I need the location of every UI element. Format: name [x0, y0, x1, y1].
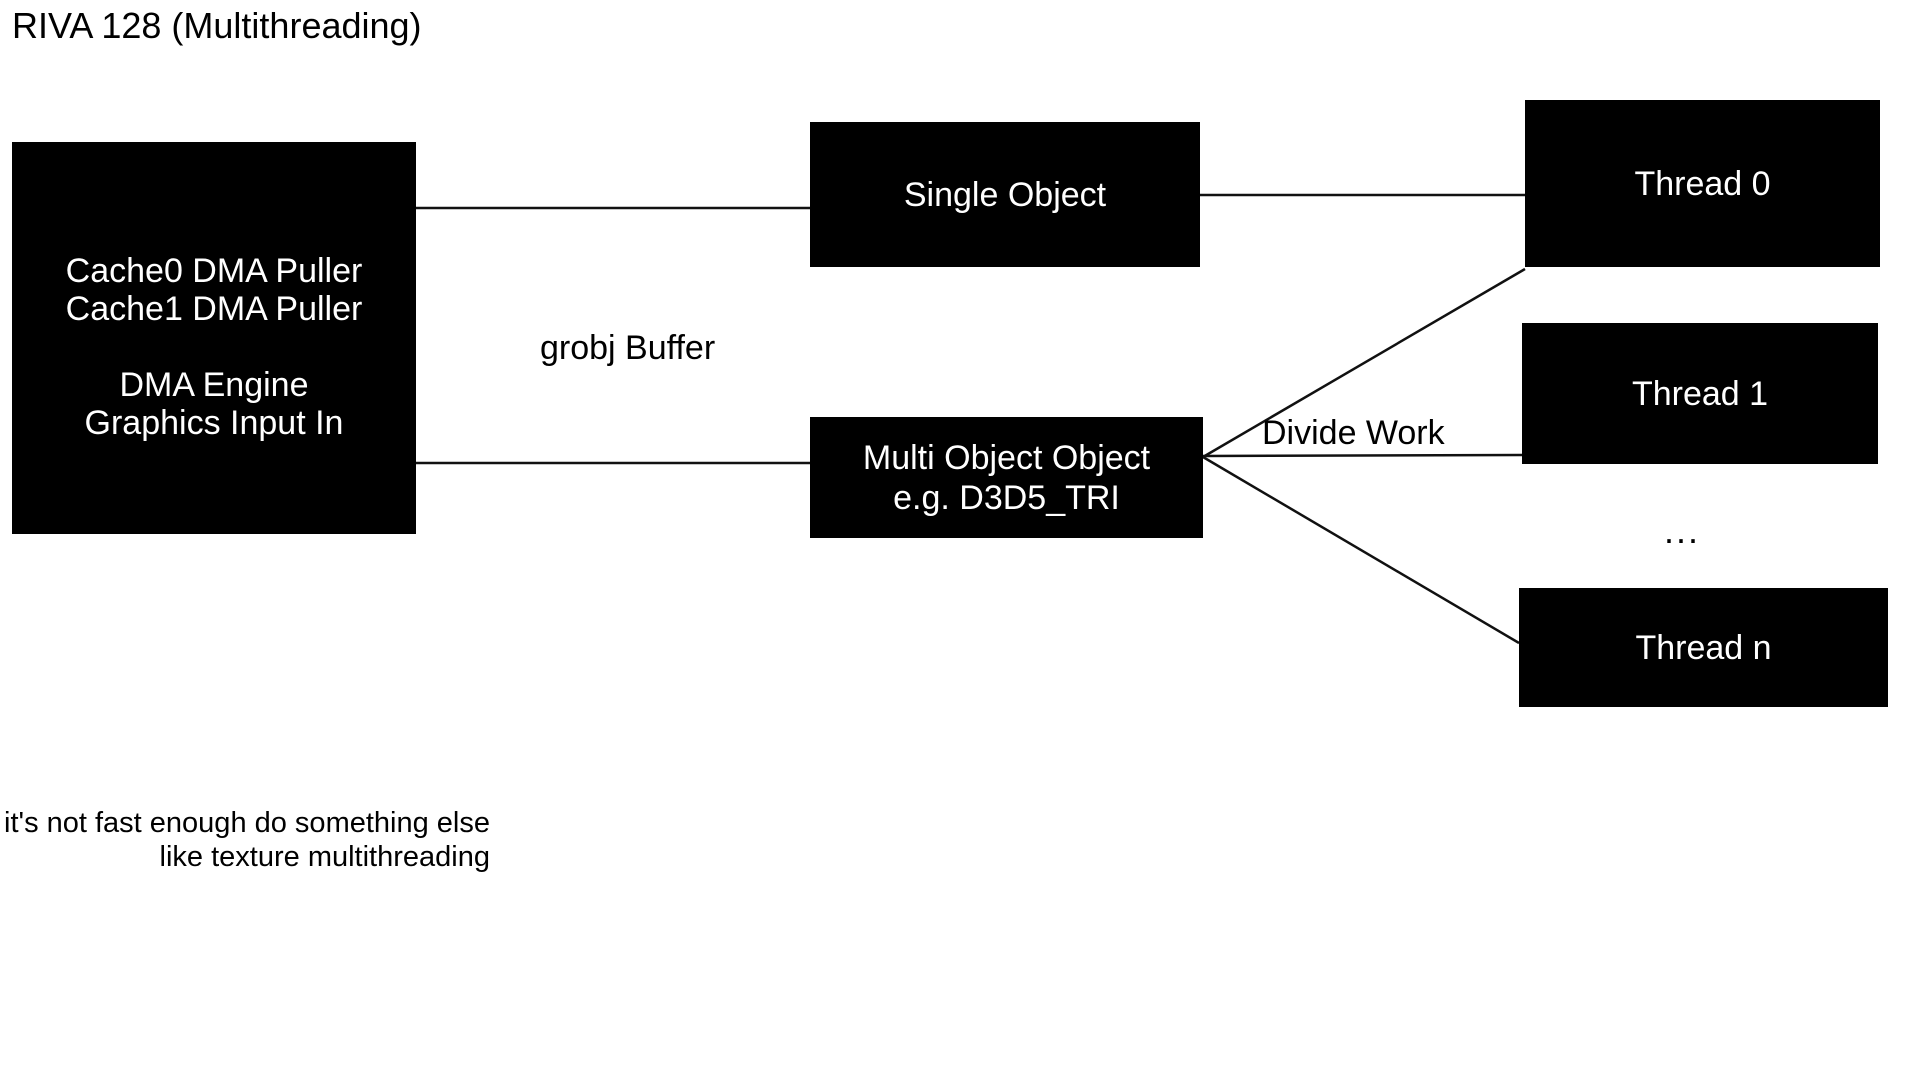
dma-pipeline-line: DMA Engine [119, 366, 309, 404]
single-object-node: Single Object [810, 122, 1200, 267]
dma-pipeline-line: Graphics Input In [84, 404, 344, 442]
footnote: If it's not fast enough do something els… [0, 806, 490, 874]
connector-multi-to-thread1 [1202, 453, 1523, 458]
multi-object-label-line1: Multi Object Object [862, 438, 1151, 477]
grobj-buffer-label: grobj Buffer [540, 329, 716, 367]
thread0-node: Thread 0 [1525, 100, 1880, 267]
threadn-label: Thread n [1635, 628, 1772, 667]
footnote-line1: If it's not fast enough do something els… [0, 807, 490, 839]
dma-pipeline-line: Cache0 DMA Puller [65, 252, 363, 290]
thread1-label: Thread 1 [1631, 374, 1769, 413]
thread0-label: Thread 0 [1634, 164, 1771, 203]
multi-object-label-line2: e.g. D3D5_TRI [893, 478, 1120, 517]
thread1-node: Thread 1 [1522, 323, 1878, 464]
threads-ellipsis-label: ... [1664, 510, 1701, 551]
threadn-node: Thread n [1519, 588, 1888, 707]
single-object-label: Single Object [903, 175, 1107, 214]
dma-pipeline-node: Cache0 DMA Puller Cache1 DMA Puller DMA … [12, 142, 416, 534]
multi-object-node: Multi Object Object e.g. D3D5_TRI [810, 417, 1203, 538]
diagram-title: RIVA 128 (Multithreading) [12, 5, 422, 46]
dma-pipeline-line: Cache1 DMA Puller [65, 290, 363, 328]
footnote-line2: like texture multithreading [159, 841, 490, 873]
divide-work-label: Divide Work [1262, 414, 1445, 452]
connector-multi-to-threadn [1202, 455, 1520, 645]
